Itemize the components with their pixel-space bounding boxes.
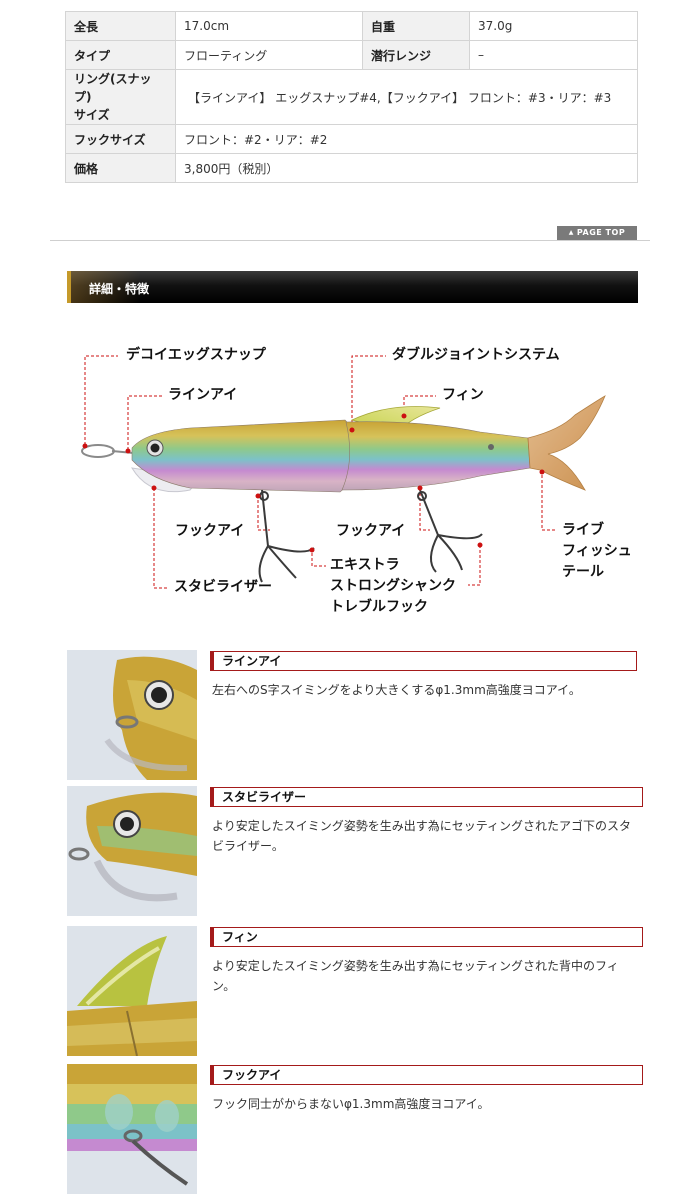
spec-value: 37.0g <box>469 11 638 41</box>
label-extra-line3: トレブルフック <box>330 599 428 615</box>
marker-dots <box>82 413 545 553</box>
label-hook-eye-front: フックアイ <box>175 523 245 539</box>
feature-hook-eye: フックアイ フック同士がからまないφ1.3mm高強度ヨコアイ。 <box>67 1064 647 1194</box>
feature-title: フィン <box>210 927 643 947</box>
spec-row: タイプ フローティング 潜行レンジ – <box>65 40 638 70</box>
spec-value: 3,800円（税別） <box>175 153 638 183</box>
feature-description: より安定したスイミング姿勢を生み出す為にセッティングされた背中のフィン。 <box>212 959 619 993</box>
label-extra-line2: ストロングシャンク <box>330 578 456 594</box>
label-tail-line2: フィッシュ <box>562 543 632 559</box>
arrow-up-icon: ▲ <box>568 229 574 236</box>
spec-value: – <box>469 40 638 70</box>
spec-header: 自重 <box>362 11 470 41</box>
spec-row: フックサイズ フロント：#2・リア：#2 <box>65 124 638 154</box>
stabilizer-closeup-icon <box>67 786 197 916</box>
section-title: 詳細・特徴 <box>89 282 150 296</box>
hook-icon <box>258 489 483 583</box>
label-stabilizer: スタビライザー <box>174 579 272 595</box>
spec-header: 全長 <box>65 11 176 41</box>
label-double-joint: ダブルジョイントシステム <box>392 347 560 363</box>
spec-value: フロント：#2・リア：#2 <box>175 124 638 154</box>
spec-value: フローティング <box>175 40 363 70</box>
feature-fin: フィン より安定したスイミング姿勢を生み出す為にセッティングされた背中のフィン。 <box>67 926 647 1056</box>
feature-image <box>67 786 197 916</box>
label-tail-line3: テール <box>562 564 604 580</box>
snap-icon <box>81 444 134 458</box>
hook-eye-closeup-icon <box>67 1064 197 1194</box>
spec-value: 【ラインアイ】 エッグスナップ#4,【フックアイ】 フロント：#3・リア：#3 <box>175 69 638 125</box>
feature-image <box>67 650 197 780</box>
spec-value: 17.0cm <box>175 11 363 41</box>
label-tail-line1: ライブ <box>562 522 604 538</box>
section-header: 詳細・特徴 <box>67 271 638 303</box>
feature-line-eye: ラインアイ 左右へのS字スイミングをより大きくするφ1.3mm高強度ヨコアイ。 <box>67 650 647 780</box>
spec-row: 全長 17.0cm 自重 37.0g <box>65 11 638 41</box>
spec-header-line: リング(スナップ) <box>74 72 152 104</box>
feature-image <box>67 1064 197 1194</box>
feature-image <box>67 926 197 1056</box>
feature-title: フックアイ <box>210 1065 643 1085</box>
lure-illustration <box>81 355 606 589</box>
feature-stabilizer: スタビライザー より安定したスイミング姿勢を生み出す為にセッティングされたアゴ下… <box>67 786 647 916</box>
divider <box>50 240 650 241</box>
spec-header: フックサイズ <box>65 124 176 154</box>
spec-header: リング(スナップ) サイズ <box>65 69 176 125</box>
label-fin: フィン <box>442 387 484 403</box>
feature-description: より安定したスイミング姿勢を生み出す為にセッティングされたアゴ下のスタビライザー… <box>212 819 632 853</box>
feature-description: 左右へのS字スイミングをより大きくするφ1.3mm高強度ヨコアイ。 <box>212 683 581 697</box>
label-line-eye: ラインアイ <box>168 387 238 403</box>
spec-row: リング(スナップ) サイズ 【ラインアイ】 エッグスナップ#4,【フックアイ】 … <box>65 69 638 125</box>
lure-diagram: デコイエッグスナップ ラインアイ ダブルジョイントシステム フィン フックアイ … <box>0 320 700 640</box>
spec-table: 全長 17.0cm 自重 37.0g タイプ フローティング 潜行レンジ – リ… <box>65 11 638 183</box>
section-header-shine <box>71 271 141 303</box>
spec-header: 潜行レンジ <box>362 40 470 70</box>
line-eye-closeup-icon <box>67 650 197 780</box>
spec-header: タイプ <box>65 40 176 70</box>
spec-header: 価格 <box>65 153 176 183</box>
spec-row: 価格 3,800円（税別） <box>65 153 638 183</box>
feature-description: フック同士がからまないφ1.3mm高強度ヨコアイ。 <box>212 1097 490 1111</box>
page-top-button[interactable]: ▲PAGE TOP <box>557 226 637 240</box>
feature-title: ラインアイ <box>210 651 637 671</box>
feature-title: スタビライザー <box>210 787 643 807</box>
label-hook-eye-rear: フックアイ <box>336 523 406 539</box>
label-extra-line1: エキストラ <box>330 557 400 573</box>
fin-closeup-icon <box>67 926 197 1056</box>
page-top-label: PAGE TOP <box>576 228 626 237</box>
label-decoy-snap: デコイエッグスナップ <box>126 347 266 363</box>
spec-header-line: サイズ <box>74 108 110 122</box>
